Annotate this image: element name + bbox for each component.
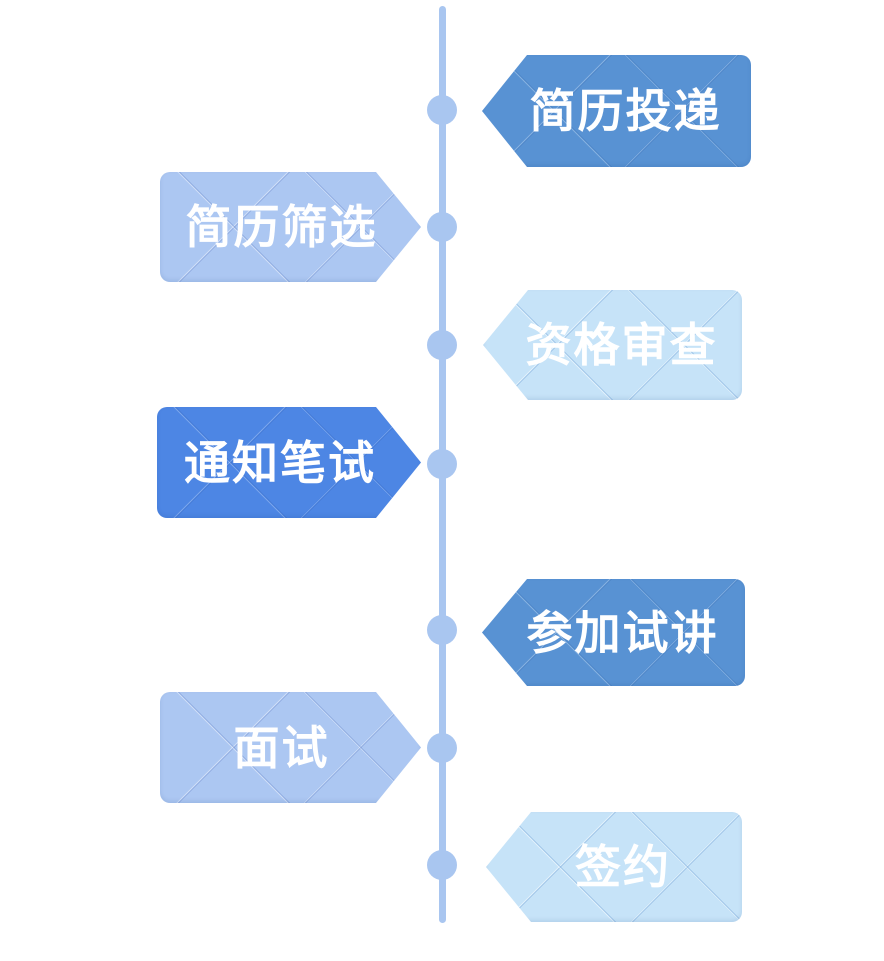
timeline-dot-2: [427, 212, 457, 242]
timeline-dot-5: [427, 615, 457, 645]
timeline-dot-4: [427, 449, 457, 479]
step-banner-1: 简历投递: [482, 55, 751, 167]
step-label-4: 通知笔试: [184, 436, 376, 489]
step-banner-6: 面试: [160, 692, 421, 803]
step-label-1: 简历投递: [529, 85, 722, 137]
step-label-2: 简历筛选: [185, 201, 378, 253]
step-banner-2: 简历筛选: [160, 172, 421, 282]
timeline-dot-3: [427, 330, 457, 360]
step-banner-7: 签约: [486, 812, 742, 922]
step-banner-4: 通知笔试: [157, 407, 421, 518]
step-label-5: 参加试讲: [526, 606, 719, 659]
timeline-dot-6: [427, 733, 457, 763]
step-label-3: 资格审查: [525, 319, 718, 371]
timeline-dot-1: [427, 95, 457, 125]
step-label-6: 面试: [233, 721, 330, 774]
timeline-dot-7: [427, 850, 457, 880]
step-banner-5: 参加试讲: [482, 579, 745, 686]
step-banner-3: 资格审查: [483, 290, 742, 400]
step-label-7: 签约: [575, 841, 671, 893]
